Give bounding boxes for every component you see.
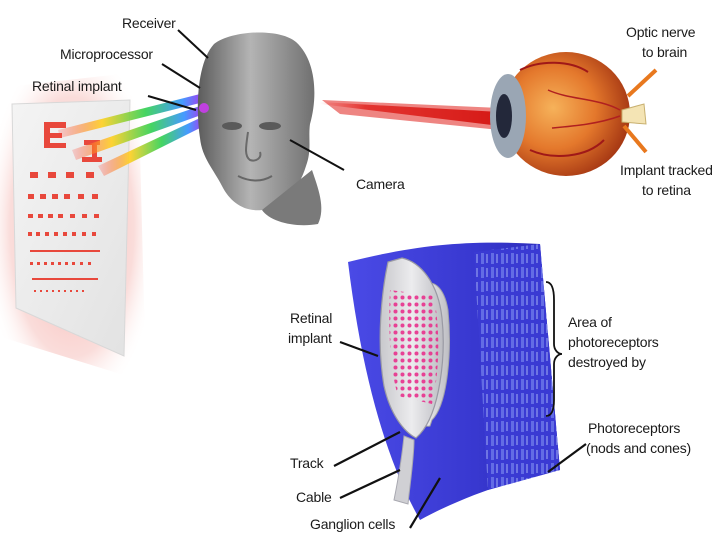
label-photoreceptors-line1: Photoreceptors <box>588 420 680 437</box>
eyeball <box>490 52 646 176</box>
label-camera: Camera <box>356 176 405 193</box>
label-area-line3: destroyed by <box>568 354 646 371</box>
label-cable: Cable <box>296 489 332 506</box>
implant-light-icon <box>199 103 209 113</box>
label-receiver: Receiver <box>122 15 176 32</box>
label-retinal-line2: implant <box>288 330 332 347</box>
label-retinal-implant-head: Retinal implant <box>32 78 122 95</box>
label-track: Track <box>290 455 323 472</box>
head <box>198 32 322 225</box>
label-retinal-line1: Retinal <box>290 310 332 327</box>
left-eye-icon <box>222 122 242 130</box>
label-optic-nerve-line2: to brain <box>642 44 687 61</box>
label-area-line2: photoreceptors <box>568 334 659 351</box>
label-photoreceptors-line2: (nods and cones) <box>586 440 691 457</box>
label-implant-tracked-line1: Implant tracked <box>620 162 713 179</box>
right-eye-icon <box>259 122 281 130</box>
label-microprocessor: Microprocessor <box>60 46 153 63</box>
label-implant-tracked-line2: to retina <box>642 182 691 199</box>
label-ganglion-cells: Ganglion cells <box>310 516 395 533</box>
label-area-line1: Area of <box>568 314 612 331</box>
label-optic-nerve-line1: Optic nerve <box>626 24 695 41</box>
